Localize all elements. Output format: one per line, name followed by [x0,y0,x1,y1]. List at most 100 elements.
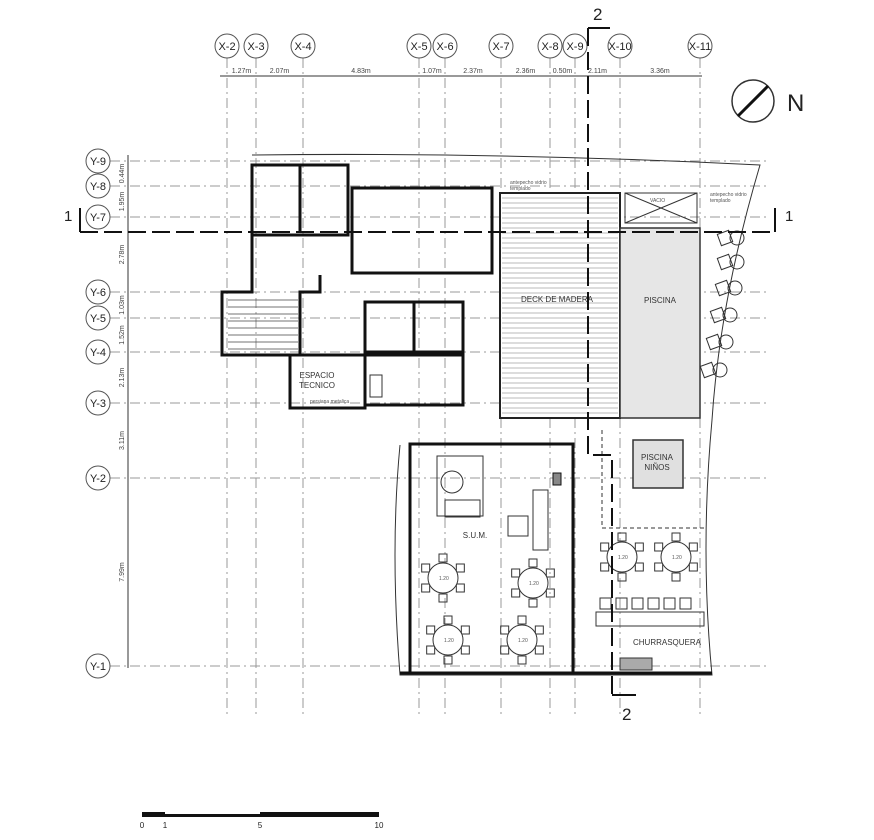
axis-bubble-x-5 [406,33,432,59]
void-label: VACIO [650,198,665,204]
sectional-sofa [532,489,549,551]
scale-bar [142,812,379,817]
rug [436,455,484,517]
dimension-x: 0.50m [553,68,573,75]
round-table [506,624,538,656]
void-cross-b [624,192,698,224]
chair [654,542,664,552]
blind-label: persiana metalica [310,399,349,405]
stairs [228,299,298,350]
bar-stool [631,597,644,610]
dimension-x: 1.07m [422,68,442,75]
tempered-note-2: templado [710,198,731,204]
round-table [606,541,638,573]
axis-label: Y-4 [90,347,106,359]
chair [617,532,627,542]
dimension-x: 2.37m [463,68,483,75]
axis-bubble-x-3 [243,33,269,59]
column [552,472,562,486]
grill-label: CHURRASQUERA [633,638,702,647]
scale-tick-label: 5 [258,821,263,830]
stair-hall [220,235,322,357]
dimension-y: 2.13m [119,368,126,388]
deck-label: DECK DE MADERA [521,295,594,304]
site-boundary [251,153,761,676]
side-table [729,230,745,246]
axis-bubble-y-6 [85,279,111,305]
axis-label: X-7 [492,41,509,53]
chair [438,553,448,563]
axis-label: Y-2 [90,473,106,485]
side-table [718,334,734,350]
axis-label: X-6 [436,41,453,53]
deck-planks [502,197,618,414]
chair [500,645,510,655]
chair [545,588,555,598]
round-table [432,624,464,656]
chair [443,655,453,665]
axis-label: Y-5 [90,313,106,325]
tempered-note-1: templado [510,186,531,192]
chair [534,645,544,655]
axis-label: Y-7 [90,212,106,224]
chair [600,562,610,572]
chair [438,593,448,603]
grill-counter [595,611,705,627]
pool-loungers [699,229,745,379]
scale-bar-white [165,812,260,814]
axis-label: Y-3 [90,398,106,410]
dimension-x: 4.83m [351,68,371,75]
table-size-label: 1.20 [439,576,449,582]
axis-label: X-4 [294,41,311,53]
round-table [660,541,692,573]
chair [500,625,510,635]
section-2-label-top: 2 [593,5,602,24]
stove [369,374,383,398]
axis-bubble-x-7 [488,33,514,59]
chair [460,625,470,635]
side-table [729,254,745,270]
dimension-y: 7.99m [119,562,126,582]
chair [421,563,431,573]
kids-pool-label-1: PISCINA [641,453,674,462]
axis-label: Y-6 [90,287,106,299]
axis-label: X-11 [689,41,711,53]
chair [455,583,465,593]
bar-stool [679,597,692,610]
pool [619,227,701,419]
axis-label: X-9 [566,41,583,53]
scale-tick-label: 10 [375,821,384,830]
axis-bubble-x-4 [290,33,316,59]
dimension-y: 2.78m [119,245,126,265]
axis-bubble-y-3 [85,390,111,416]
section-1-label-left: 1 [64,208,72,225]
chair [443,615,453,625]
north-label: N [787,90,804,117]
gym-room [350,186,494,275]
bar-stool [615,597,628,610]
sum-label: S.U.M. [463,531,487,540]
dimension-x: 1.27m [232,68,252,75]
chair [426,625,436,635]
chair [600,542,610,552]
kids-pool-label-2: NIÑOS [644,463,669,472]
axis-label: Y-8 [90,181,106,193]
table-size-label: 1.20 [672,555,682,561]
round-table [517,567,549,599]
table-size-label: 1.20 [529,581,539,587]
axis-label: X-8 [541,41,558,53]
kids-pool [632,439,684,489]
bar-stool [647,597,660,610]
chair [671,532,681,542]
axis-bubble-x-6 [432,33,458,59]
dimension-x: 2.36m [516,68,536,75]
dimension-x: 3.36m [650,68,670,75]
chair [511,588,521,598]
round-table [427,562,459,594]
north-arrow-icon [736,84,770,118]
chair [654,562,664,572]
section-2-label-bottom: 2 [622,705,631,724]
